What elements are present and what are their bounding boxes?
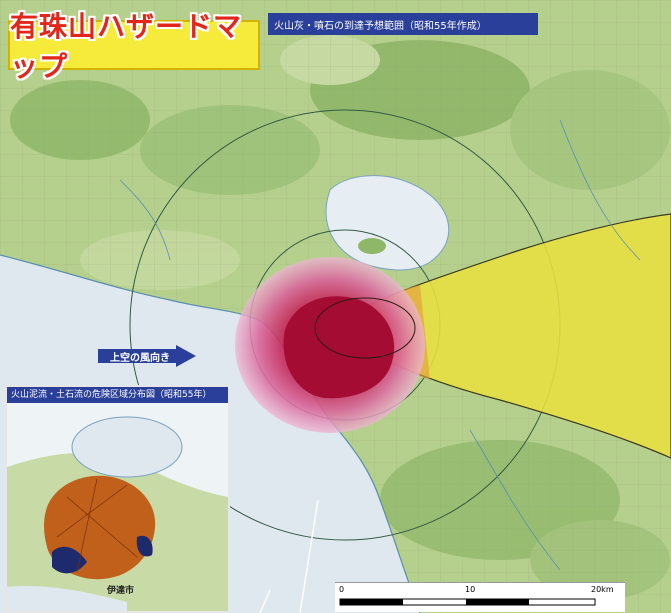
map-title: 有珠山ハザードマップ (10, 10, 243, 83)
inset-title: 火山泥流・土石流の危険区域分布図（昭和55年） (7, 387, 228, 403)
title-banner: 有珠山ハザードマップ (8, 10, 260, 83)
map-subtitle: 火山灰・噴石の到達予想範囲（昭和55年作成） (274, 20, 487, 32)
scale-tick-0: 0 (339, 585, 345, 594)
lake-island (358, 238, 386, 254)
wind-direction-arrow: 上空の風向き (98, 345, 198, 367)
rivers (119, 119, 641, 571)
leader-lines (259, 499, 319, 613)
lake (325, 175, 450, 271)
scale-bar-graphic (339, 598, 596, 606)
scale-bar: 0 10 20km (335, 582, 625, 612)
wind-label: 上空の風向き (110, 353, 170, 364)
inner-ring (314, 297, 416, 359)
ash-fall-zone (344, 213, 671, 459)
scale-tick-10: 10 (465, 585, 476, 594)
hazard-zone-core (283, 296, 395, 399)
scale-tick-20: 20km (591, 585, 614, 594)
inset-place-label: 伊達市 (107, 586, 135, 596)
arrow-right-icon (98, 345, 196, 367)
inset-map: 火山泥流・土石流の危険区域分布図（昭和55年） 伊達市 (5, 385, 230, 613)
subtitle-banner: 火山灰・噴石の到達予想範囲（昭和55年作成） (268, 13, 538, 35)
inset-canvas (7, 387, 228, 611)
